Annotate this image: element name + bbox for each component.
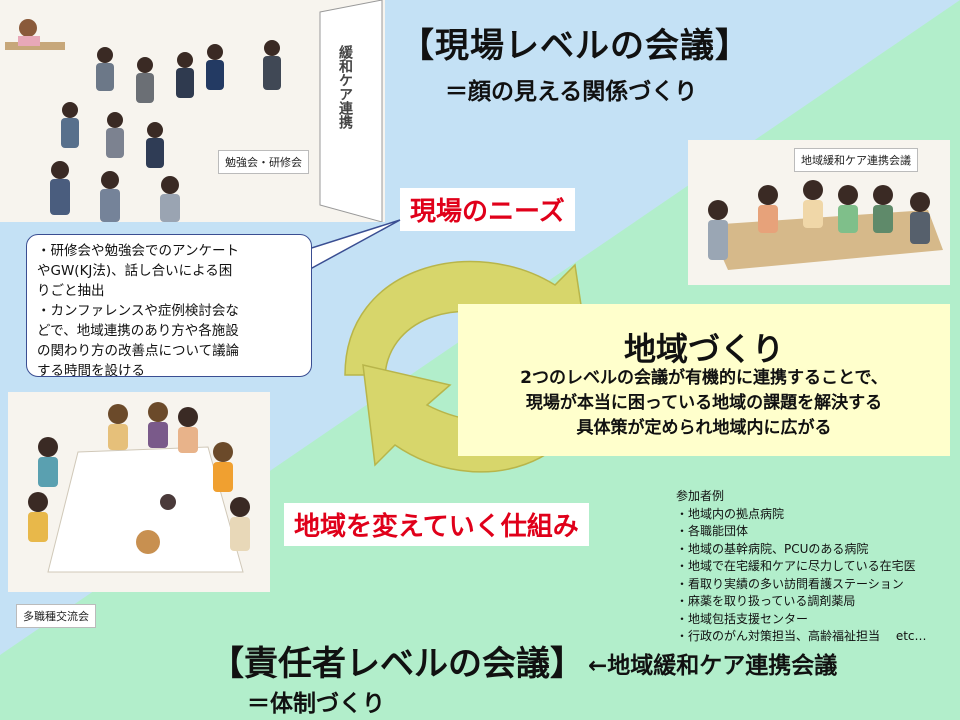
manager-level-note: ←地域緩和ケア連携会議 xyxy=(588,653,838,679)
participant-item: ・地域包括支援センター xyxy=(676,611,809,626)
participant-item: ・各職能団体 xyxy=(676,524,749,538)
participant-item: ・行政のがん対策担当、高齢福祉担当 etc… xyxy=(676,629,927,643)
callout-line: どで、地域連携のあり方や各施設 xyxy=(37,323,239,339)
callout-line: ・カンファレンスや症例検討会な xyxy=(37,303,239,319)
community-building-body: 2つのレベルの会議が有機的に連携することで、 現場が本当に困っている地域の課題を… xyxy=(458,366,950,441)
participant-item: ・地域内の拠点病院 xyxy=(676,506,785,521)
board-text: 緩和ケア連携 xyxy=(337,44,353,130)
participant-item: ・地域の基幹病院、PCUのある病院 xyxy=(676,541,869,556)
multidisciplinary-illustration xyxy=(8,392,270,592)
caption-study-session: 勉強会・研修会 xyxy=(218,150,309,174)
community-line: 具体策が定められ地域内に広がる xyxy=(576,418,832,438)
mechanism-label: 地域を変えていく仕組み xyxy=(284,503,589,546)
callout-line: やGW(KJ法)、話し合いによる困 xyxy=(37,263,233,279)
caption-multidisciplinary: 多職種交流会 xyxy=(16,604,96,628)
callout-line: ・研修会や勉強会でのアンケート xyxy=(37,243,239,259)
caption-regional-meeting: 地域緩和ケア連携会議 xyxy=(794,148,918,172)
study-session-illustration: 緩和ケア連携 xyxy=(0,0,385,222)
community-line: 現場が本当に困っている地域の課題を解決する xyxy=(525,393,883,413)
participants-list: 参加者例 ・地域内の拠点病院 ・各職能団体 ・地域の基幹病院、PCUのある病院 … xyxy=(676,488,927,646)
field-level-title: 【現場レベルの会議】 xyxy=(400,26,750,66)
callout-line: する時間を設ける xyxy=(37,363,145,379)
manager-level-subtitle: ＝体制づくり xyxy=(247,691,385,717)
community-building-title: 地域づくり xyxy=(623,330,784,368)
participant-item: ・麻薬を取り扱っている調剤薬局 xyxy=(676,594,856,608)
field-level-subtitle: ＝顔の見える関係づくり xyxy=(445,79,698,105)
manager-level-title: 【責任者レベルの会議】 xyxy=(210,644,584,684)
callout-line: の関わり方の改善点について議論 xyxy=(37,343,240,359)
callout-line: りごと抽出 xyxy=(37,283,105,299)
field-needs-label: 現場のニーズ xyxy=(400,188,575,231)
community-building-box: 地域づくり 2つのレベルの会議が有機的に連携することで、 現場が本当に困っている… xyxy=(458,304,950,456)
community-line: 2つのレベルの会議が有機的に連携することで、 xyxy=(520,368,888,388)
participant-item: ・地域で在宅緩和ケアに尽力している在宅医 xyxy=(676,559,916,573)
callout-bubble: ・研修会や勉強会でのアンケート やGW(KJ法)、話し合いによる困 りごと抽出 … xyxy=(26,234,312,379)
participants-heading: 参加者例 xyxy=(676,489,725,503)
participant-item: ・看取り実績の多い訪問看護ステーション xyxy=(676,576,904,591)
